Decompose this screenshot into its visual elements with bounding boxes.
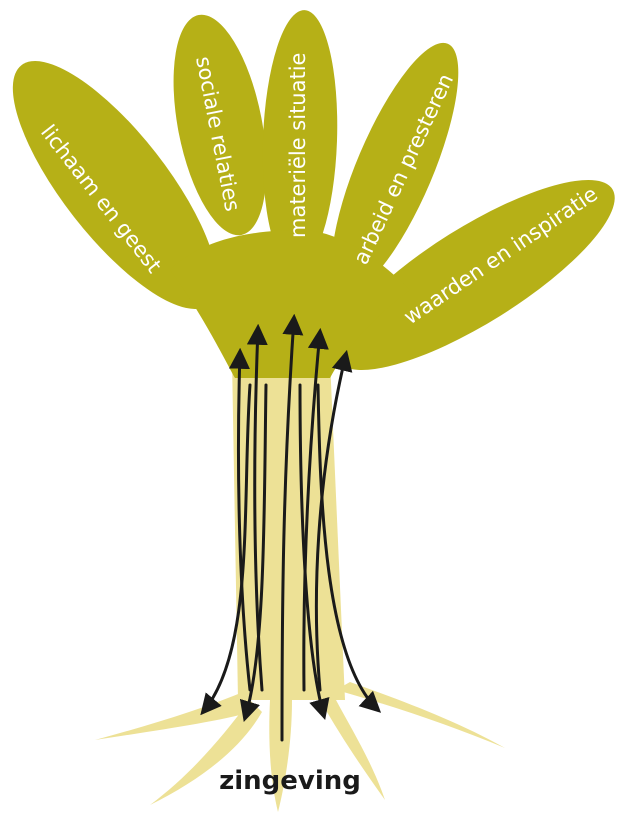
root-label-zingeving: zingeving [219,766,361,796]
root-far-right [336,682,505,748]
leaf-label-materiele: materiële situatie [286,53,310,238]
